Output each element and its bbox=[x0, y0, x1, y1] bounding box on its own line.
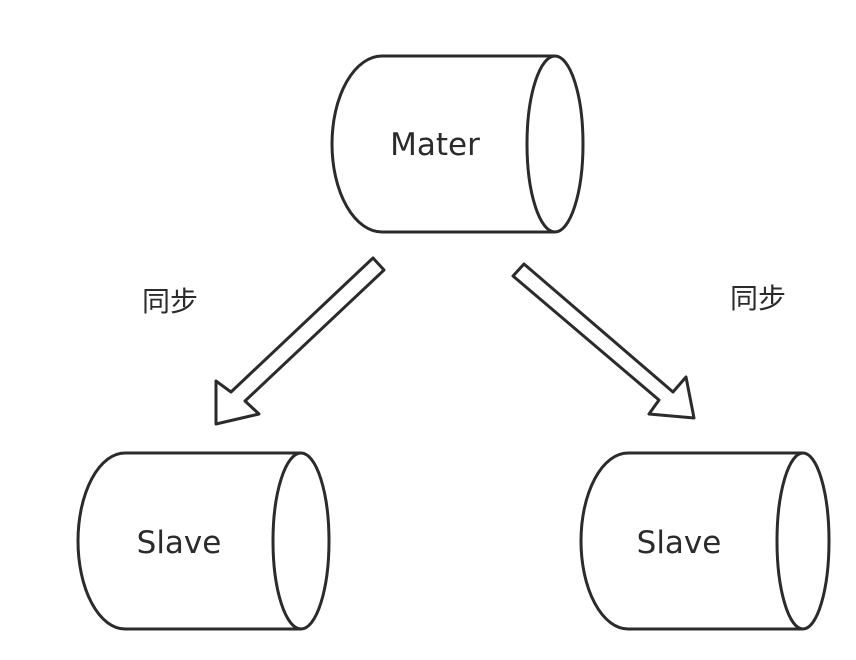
slave-right-label: Slave bbox=[637, 525, 722, 561]
slave-right-cylinder-end bbox=[775, 451, 831, 631]
sync-label-right: 同步 bbox=[730, 282, 786, 315]
slave-left-label: Slave bbox=[137, 525, 222, 561]
slave-database-node-right: Slave bbox=[579, 451, 831, 631]
master-database-node: Mater bbox=[330, 54, 585, 234]
master-cylinder-body bbox=[330, 54, 555, 234]
slave-right-cylinder-body bbox=[579, 451, 803, 631]
sync-arrow-left bbox=[214, 256, 386, 426]
slave-left-cylinder-body bbox=[76, 451, 301, 631]
master-label: Mater bbox=[390, 127, 480, 163]
slave-database-node-left: Slave bbox=[76, 451, 331, 631]
sync-arrow-right bbox=[511, 262, 696, 420]
sync-label-left: 同步 bbox=[142, 285, 198, 318]
master-cylinder-end bbox=[525, 54, 585, 234]
slave-left-cylinder-end bbox=[271, 451, 331, 631]
